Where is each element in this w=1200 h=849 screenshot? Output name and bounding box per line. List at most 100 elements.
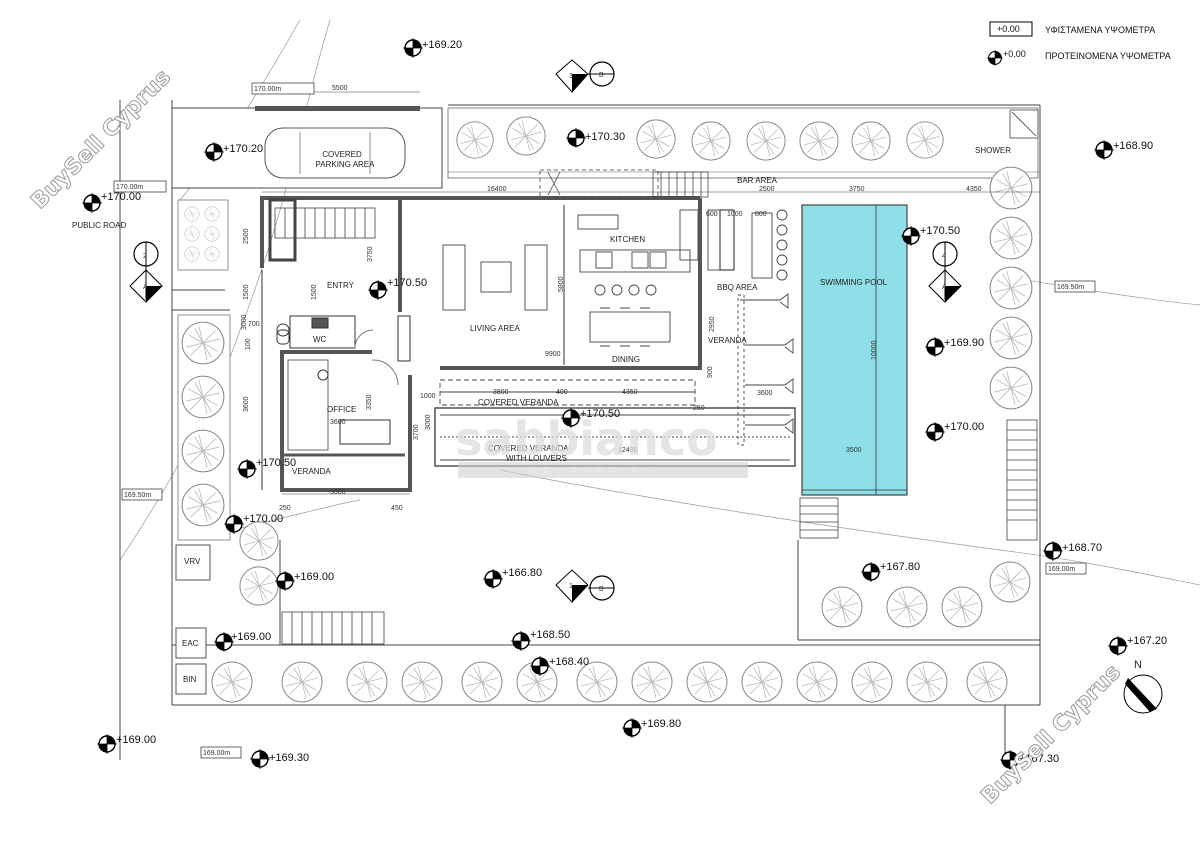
dim-3600-v: 3600 (243, 396, 250, 412)
bar-label: BAR AREA (737, 176, 778, 185)
level-17: +169.00 (231, 631, 271, 643)
dim-250-a: 250 (693, 405, 705, 412)
legend-proposed-value: +0.00 (1003, 49, 1026, 59)
level-box-6: 169.00m (203, 750, 230, 757)
site-boundary (119, 100, 1041, 760)
dim-3750: 3750 (849, 186, 865, 193)
entry-label: ENTRY (327, 281, 355, 290)
dim-2500: 2500 (759, 186, 775, 193)
level-boxes (113, 82, 1096, 759)
loungers (737, 293, 794, 446)
level-7: +170.50 (387, 277, 427, 289)
dim-5800: 5800 (558, 276, 565, 292)
dim-1500: 1500 (243, 284, 250, 300)
dim-700: 700 (248, 321, 260, 328)
dim-4350-top: 4350 (966, 186, 982, 193)
dim-3000: 3000 (425, 414, 432, 430)
section-markers: 3 B 2 A 4 A 1 B (129, 59, 962, 603)
dim-5500: 5500 (332, 85, 348, 92)
level-16: +167.80 (880, 561, 920, 573)
trees-bottom (211, 661, 1008, 703)
level-box-3: 169.50m (1057, 284, 1084, 291)
level-14: +169.00 (294, 571, 334, 583)
bin-label: BIN (183, 675, 197, 684)
pool-label: SWIMMING POOL (820, 278, 888, 287)
legend-existing-label: ΥΦΙΣΤΑΜΕΝΑ ΥΨΟΜΕΤΡΑ (1045, 25, 1155, 35)
section-1-letter: B (599, 586, 604, 593)
dim-900: 900 (707, 366, 714, 378)
dining-label: DINING (612, 355, 640, 364)
watermark-logo-sub: PROPERTIES (530, 465, 657, 478)
level-box-2: 170.00m (116, 184, 143, 191)
dim-400: 400 (556, 389, 568, 396)
level-20: +167.20 (1127, 635, 1167, 647)
dim-4350: 4350 (622, 389, 638, 396)
dim-3600-b: 3600 (757, 390, 773, 397)
level-6: +170.50 (920, 225, 960, 237)
eac-label: EAC (182, 639, 199, 648)
level-4: +168.90 (1113, 140, 1153, 152)
dim-1000-b: 1000 (420, 393, 436, 400)
section-3-number: 3 (569, 73, 573, 80)
section-4-number: 4 (942, 253, 946, 260)
dim-1500-b: 1500 (311, 284, 318, 300)
pool-water (801, 204, 908, 496)
parking-label-2: PARKING AREA (316, 160, 376, 169)
section-marker-4: 4 A (928, 241, 962, 303)
level-box-labels: 170.00m 170.00m 169.50m 169.50m 169.00m … (116, 86, 1084, 757)
dim-3350: 3350 (366, 394, 373, 410)
level-21: +169.80 (641, 718, 681, 730)
dim-450: 450 (391, 505, 403, 512)
level-1: +169.20 (422, 39, 462, 51)
dim-9900: 9900 (545, 351, 561, 358)
veranda-right-label: VERANDA (708, 336, 747, 345)
level-3: +170.20 (223, 143, 263, 155)
dim-12400: 12400 (618, 447, 638, 454)
section-2-letter: A (143, 284, 148, 291)
dim-2950: 2950 (709, 316, 716, 332)
section-marker-3: 3 B (555, 59, 615, 93)
dim-3600-office: 3600 (330, 419, 346, 426)
dim-800: 800 (755, 211, 767, 218)
dim-16400: 16400 (487, 186, 507, 193)
dim-2500-v: 2500 (243, 228, 250, 244)
entrance-arrow (539, 169, 659, 199)
dimensions: 5500 16400 2500 3750 4350 600 1000 800 2… (241, 85, 1040, 512)
living-label: LIVING AREA (470, 324, 520, 333)
house-inner (261, 205, 565, 490)
watermark-logo: sabbianco (455, 412, 718, 466)
legend-proposed-label: ΠΡΟΤΕΙΝΟΜΕΝΑ ΥΨΟΜΕΤΡΑ (1045, 51, 1171, 61)
level-19: +168.40 (549, 656, 589, 668)
section-2-number: 2 (143, 253, 147, 260)
level-5: +170.00 (101, 191, 141, 203)
section-marker-1: 1 B (555, 569, 615, 603)
dim-3750-v: 3750 (367, 246, 374, 262)
dim-100-v: 100 (245, 338, 252, 350)
legend-existing-value: +0.00 (997, 24, 1020, 34)
kitchen-label: KITCHEN (610, 235, 645, 244)
shower-label: SHOWER (975, 146, 1011, 155)
covered-veranda-label: COVERED VERANDA (478, 398, 559, 407)
dim-1000: 1000 (727, 211, 743, 218)
level-11: +170.50 (256, 457, 296, 469)
dim-250-b: 250 (279, 505, 291, 512)
level-2: +170.30 (585, 131, 625, 143)
level-box-4: 169.50m (124, 492, 151, 499)
dim-10000: 10000 (871, 340, 878, 360)
dim-3700: 3700 (413, 424, 420, 440)
level-9: +170.50 (580, 408, 620, 420)
section-1-number: 1 (569, 583, 573, 590)
veranda-left-label: VERANDA (292, 467, 331, 476)
left-garden: VRV EAC BIN (175, 199, 279, 695)
level-15: +166.80 (502, 567, 542, 579)
level-10: +170.00 (944, 421, 984, 433)
dim-3000-v: 3000 (241, 314, 248, 330)
covered-veranda-louvers-2: WITH LOUVERS (506, 454, 567, 463)
swimming-pool: SWIMMING POOL 10000 3500 (801, 204, 908, 496)
public-road-label: PUBLIC ROAD (72, 221, 126, 230)
level-12: +170.00 (243, 513, 283, 525)
section-4-letter: A (942, 284, 947, 291)
level-18: +168.50 (530, 629, 570, 641)
